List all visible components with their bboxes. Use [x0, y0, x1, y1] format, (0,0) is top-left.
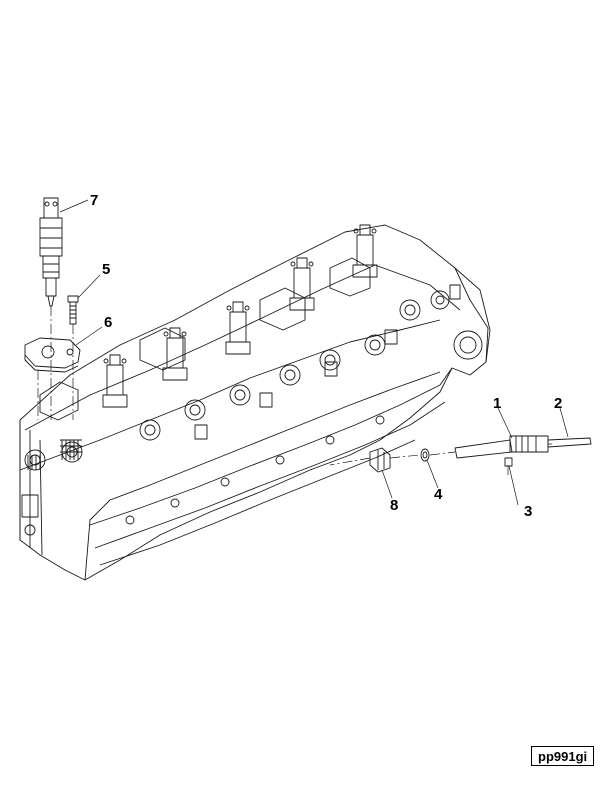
callout-1: 1	[493, 395, 501, 412]
connector-nut	[369, 447, 391, 473]
figure-reference-code: pp991gi	[531, 746, 595, 766]
fuel-connector-tube	[454, 435, 549, 459]
callout-5: 5	[102, 261, 110, 278]
fuel-injector	[39, 197, 63, 307]
callout-4: 4	[434, 486, 443, 503]
callout-2: 2	[554, 395, 562, 412]
injector-clamp	[24, 337, 81, 373]
locating-pin	[504, 457, 513, 467]
clamp-bolt	[67, 295, 79, 325]
callout-7: 7	[90, 192, 98, 209]
cylinder-head	[19, 224, 491, 581]
callout-6: 6	[104, 314, 112, 331]
o-ring	[420, 448, 430, 462]
head-bolt-bosses	[194, 284, 461, 440]
callout-3: 3	[524, 503, 532, 520]
gasket-face-bores	[125, 415, 385, 525]
valve-springs	[27, 439, 82, 470]
assembly-lines	[37, 306, 552, 475]
leader-lines	[59, 199, 569, 506]
callout-8: 8	[390, 497, 398, 514]
edge-filter	[547, 437, 592, 448]
installed-injectors	[102, 224, 378, 408]
valve-spring-pockets	[24, 290, 450, 471]
